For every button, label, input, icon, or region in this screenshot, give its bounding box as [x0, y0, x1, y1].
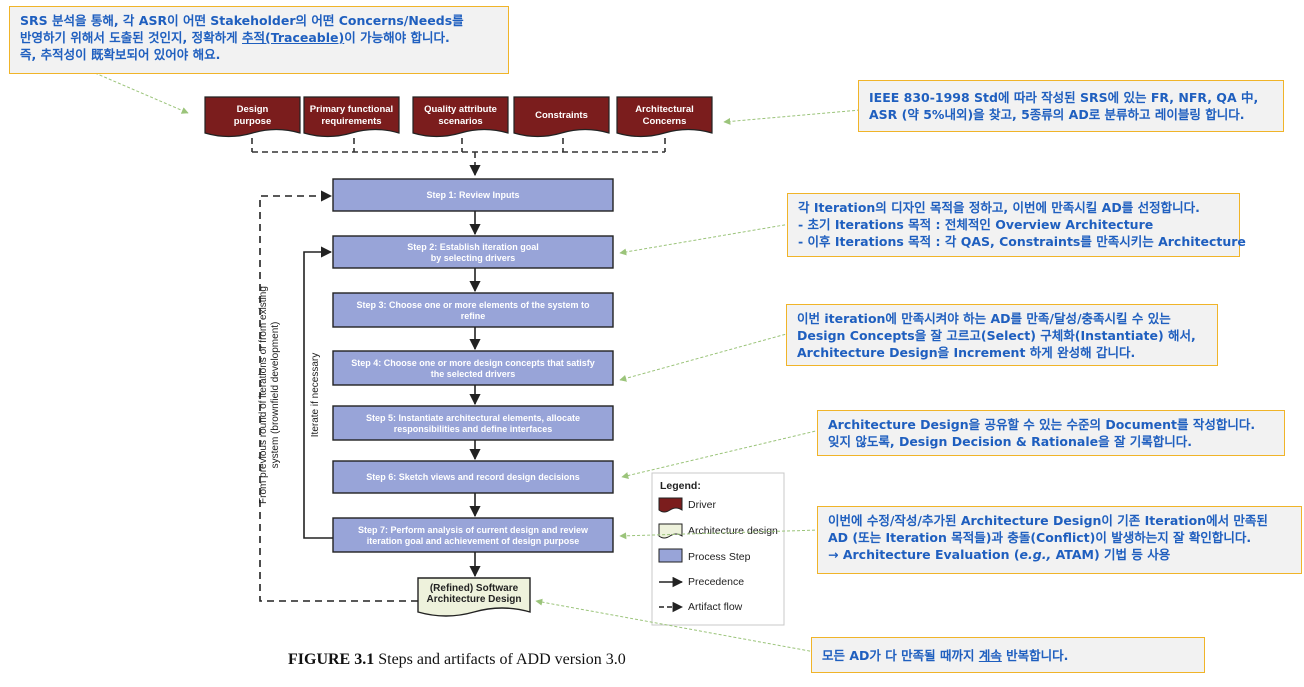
legend-item-precedence: Precedence	[688, 576, 744, 588]
note-repeat: 모든 AD가 다 만족될 때까지 계속 반복합니다.	[811, 637, 1205, 673]
step-label-4: Step 4: Choose one or more design concep…	[351, 358, 595, 379]
previous-round-label-1: From previous round of iterations or fro…	[258, 286, 269, 504]
note-iteration-line-2: - 초기 Iterations 목적 : 전체적인 Overview Archi…	[798, 217, 1154, 232]
note-concepts-line-3: Architecture Design을 Increment 하게 완성해 갑니…	[797, 345, 1136, 360]
note-document-line-1: Architecture Design을 공유할 수 있는 수준의 Docume…	[828, 417, 1256, 432]
step-label-3: Step 3: Choose one or more elements of t…	[356, 300, 590, 321]
note-document-line-2: 잊지 않도록, Design Decision & Rationale을 잘 기…	[828, 434, 1193, 449]
note-repeat-c: 반복합니다.	[1001, 648, 1069, 663]
step-label-1: Step 1: Review Inputs	[426, 190, 519, 200]
note-concepts-line-1: 이번 iteration에 만족시켜야 하는 AD를 만족/달성/충족시킬 수 …	[797, 311, 1171, 326]
note-srs-line-2a: 반영하기 위해서 도출된 것인지, 정확하게	[20, 30, 243, 45]
note-evaluation-line-3c: ATAM) 기법 등 사용	[1051, 547, 1171, 562]
driver-label-4: Constraints	[535, 110, 588, 121]
figure-caption-text: Steps and artifacts of ADD version 3.0	[374, 651, 626, 668]
step-label-6: Step 6: Sketch views and record design d…	[366, 472, 580, 482]
note-evaluation-line-3b: e.g.,	[1019, 547, 1052, 562]
legend-driver-swatch	[658, 497, 683, 513]
legend: Legend: Driver Architecture design Proce…	[651, 472, 785, 626]
note-iteration-line-1: 각 Iteration의 디자인 목적을 정하고, 이번에 만족시킬 AD를 선…	[798, 200, 1200, 215]
note-srs-line-2b: 추적(Traceable)	[242, 30, 345, 45]
note-ieee-asr: IEEE 830-1998 Std에 따라 작성된 SRS에 있는 FR, NF…	[858, 80, 1284, 132]
figure-caption-label: FIGURE 3.1	[288, 651, 375, 668]
note-repeat-b: 계속	[978, 648, 1002, 663]
note-evaluation-line-2: AD (또는 Iteration 목적들)과 충돌(Conflict)이 발생하…	[828, 530, 1252, 545]
note-ieee-line-2: ASR (약 5%내외)을 찾고, 5종류의 AD로 분류하고 레이블링 합니다…	[869, 107, 1245, 122]
note-srs-line-3: 즉, 추적성이 既확보되어 있어야 해요.	[20, 47, 221, 62]
note-repeat-a: 모든 AD가 다 만족될 때까지	[822, 648, 979, 663]
note-evaluation-line-1: 이번에 수정/작성/추가된 Architecture Design이 기존 It…	[828, 513, 1268, 528]
previous-round-label-2: system (brownfield development)	[270, 322, 281, 469]
note-ieee-line-1: IEEE 830-1998 Std에 따라 작성된 SRS에 있는 FR, NF…	[869, 90, 1259, 105]
legend-item-driver: Driver	[688, 499, 717, 511]
iterate-label: Iterate if necessary	[310, 353, 321, 437]
step-label-7: Step 7: Perform analysis of current desi…	[358, 525, 589, 546]
legend-item-artifact: Architecture design	[688, 525, 778, 537]
legend-title: Legend:	[660, 480, 701, 492]
iterate-loop	[303, 246, 333, 539]
legend-step-swatch	[658, 548, 683, 563]
note-design-concepts: 이번 iteration에 만족시켜야 하는 AD를 만족/달성/충족시킬 수 …	[786, 304, 1218, 366]
note-srs-line-2c: 이 가능해야 합니다.	[344, 30, 450, 45]
legend-item-step: Process Step	[688, 551, 751, 563]
previous-round-loop	[259, 190, 418, 602]
note-iteration-line-3: - 이후 Iterations 목적 : 각 QAS, Constraints를…	[798, 234, 1246, 249]
step-7: Step 7: Perform analysis of current desi…	[332, 517, 614, 553]
legend-item-artifact-flow: Artifact flow	[688, 601, 743, 613]
figure-caption: FIGURE 3.1 Steps and artifacts of ADD ve…	[288, 651, 626, 669]
step-5: Step 5: Instantiate architectural elemen…	[332, 405, 614, 441]
driver-collector-lines	[251, 138, 666, 177]
step-6: Step 6: Sketch views and record design d…	[332, 460, 614, 494]
annotation-connectors	[94, 72, 861, 653]
note-concepts-line-2: Design Concepts을 잘 고르고(Select) 구체화(Insta…	[797, 328, 1196, 343]
step-1: Step 1: Review Inputs	[332, 178, 614, 212]
step-label-5: Step 5: Instantiate architectural elemen…	[366, 413, 580, 434]
note-srs-traceability: SRS 분석을 통해, 각 ASR이 어떤 Stakeholder의 어떤 Co…	[9, 6, 509, 74]
note-iteration-goal: 각 Iteration의 디자인 목적을 정하고, 이번에 만족시킬 AD를 선…	[787, 193, 1246, 257]
note-evaluation: 이번에 수정/작성/추가된 Architecture Design이 기존 It…	[817, 506, 1302, 574]
step-4: Step 4: Choose one or more design concep…	[332, 350, 614, 386]
note-documentation: Architecture Design을 공유할 수 있는 수준의 Docume…	[817, 410, 1285, 456]
driver-4: Constraints	[513, 96, 610, 138]
note-srs-line-1: SRS 분석을 통해, 각 ASR이 어떤 Stakeholder의 어떤 Co…	[20, 13, 464, 28]
step-3: Step 3: Choose one or more elements of t…	[332, 292, 614, 328]
note-evaluation-line-3a: → Architecture Evaluation (	[828, 547, 1020, 562]
